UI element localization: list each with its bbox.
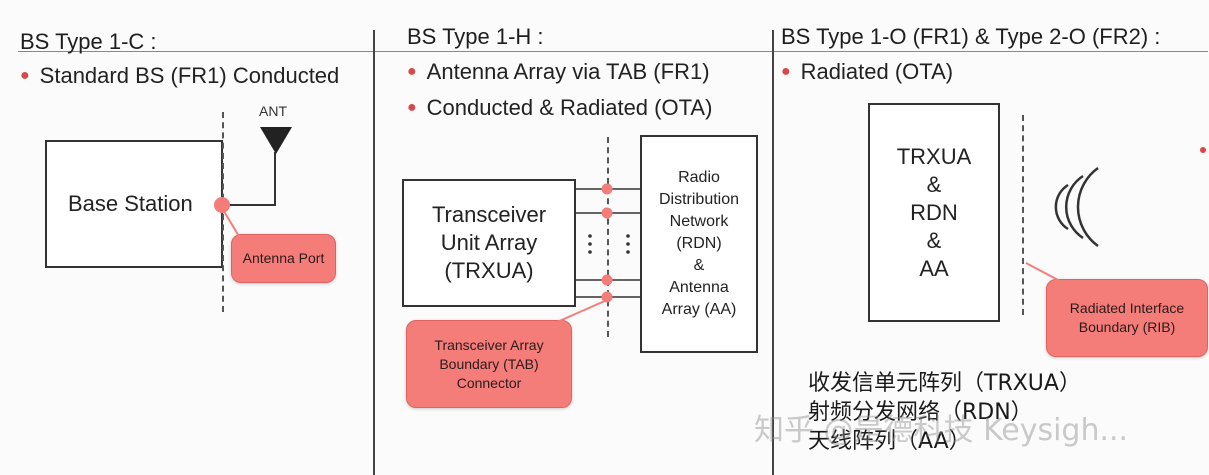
- panel2-bullet-2: ● Conducted & Radiated (OTA): [407, 95, 712, 121]
- rdn-line-3: Network: [669, 213, 729, 230]
- panel-divider-1: [373, 30, 375, 475]
- rdn-line-5: &: [693, 257, 705, 274]
- rib-callout-leader: [1025, 262, 1061, 282]
- bullet-dot-icon: ●: [407, 99, 417, 116]
- tab-callout-leader: [547, 299, 608, 327]
- panel2-bullet-text-1: Antenna Array via TAB (FR1): [426, 59, 710, 84]
- radio-wave-icon: [1054, 166, 1099, 248]
- antenna-port-leader: [221, 207, 241, 239]
- trxua-line-2: Unit Array: [440, 230, 538, 255]
- trxua-box: Transceiver Unit Array (TRXUA): [402, 179, 576, 307]
- panel3-bullet: ● Radiated (OTA): [781, 59, 953, 85]
- corner-marker-dot: [1200, 147, 1206, 153]
- panel2-bullet-text-2: Conducted & Radiated (OTA): [426, 95, 713, 120]
- tab-callout-line-3: Connector: [456, 374, 522, 391]
- chinese-notes: 收发信单元阵列（TRXUA） 射频分发网络（RDN） 天线阵列（AA）: [808, 369, 1081, 456]
- rdn-line-7: Array (AA): [661, 301, 737, 318]
- note-trxua: 收发信单元阵列（TRXUA）: [808, 371, 1081, 396]
- bullet-dot-icon: ●: [781, 63, 791, 80]
- panel1-title: BS Type 1-C :: [20, 29, 157, 54]
- ota-line-4: &: [926, 227, 942, 253]
- note-aa: 天线阵列（AA）: [808, 429, 971, 454]
- trxua-rdn-aa-box: TRXUA & RDN & AA: [868, 103, 1000, 322]
- tab-connector-dots: [601, 183, 613, 303]
- rib-boundary-dash: [1022, 115, 1024, 315]
- watermark: 知乎 @是德科技 Keysigh...: [754, 413, 1129, 448]
- tab-connector-callout: Transceiver Array Boundary (TAB) Connect…: [406, 320, 572, 408]
- rdn-line-6: Antenna: [669, 279, 729, 296]
- antenna-port-callout: Antenna Port: [231, 234, 336, 283]
- bullet-dot-icon: ●: [20, 67, 30, 84]
- panel3-title: BS Type 1-O (FR1) & Type 2-O (FR2) :: [781, 24, 1161, 49]
- panel2-title: BS Type 1-H :: [407, 24, 544, 49]
- ota-line-1: TRXUA: [896, 143, 972, 169]
- trxua-line-1: Transceiver: [431, 202, 547, 227]
- ota-line-3: RDN: [910, 199, 958, 225]
- tab-boundary-dash: [607, 137, 609, 337]
- rdn-line-1: Radio: [678, 169, 720, 186]
- antenna-feed-line: [223, 152, 276, 206]
- ant-label: ANT: [259, 103, 287, 119]
- base-station-label: Base Station: [68, 191, 193, 216]
- panel1-bullet: ● Standard BS (FR1) Conducted: [20, 63, 339, 89]
- rib-callout-line-1: Radiated Interface: [1069, 300, 1185, 316]
- rdn-aa-box: Radio Distribution Network (RDN) & Anten…: [640, 135, 758, 353]
- bullet-dot-icon: ●: [407, 63, 417, 80]
- ota-line-5: AA: [919, 255, 949, 281]
- rdn-line-4: (RDN): [676, 235, 722, 252]
- rib-callout: Radiated Interface Boundary (RIB): [1046, 279, 1208, 357]
- ota-line-2: &: [926, 171, 942, 197]
- title-underline: [18, 51, 1208, 52]
- panel3-bullet-text: Radiated (OTA): [800, 59, 954, 84]
- rdn-line-2: Distribution: [658, 191, 740, 208]
- antenna-port-dot: [214, 197, 230, 213]
- note-rdn: 射频分发网络（RDN）: [808, 400, 1033, 425]
- panel-divider-2: [772, 30, 774, 475]
- panel2-bullet-1: ● Antenna Array via TAB (FR1): [407, 59, 710, 85]
- antenna-icon: [260, 127, 292, 154]
- tab-callout-line-1: Transceiver Array: [434, 336, 544, 353]
- tab-callout-line-2: Boundary (TAB): [439, 355, 539, 372]
- trxua-line-3: (TRXUA): [444, 258, 534, 283]
- ellipsis-dots: [588, 234, 630, 254]
- panel1-bullet-text: Standard BS (FR1) Conducted: [39, 63, 340, 88]
- rib-callout-line-2: Boundary (RIB): [1078, 319, 1176, 335]
